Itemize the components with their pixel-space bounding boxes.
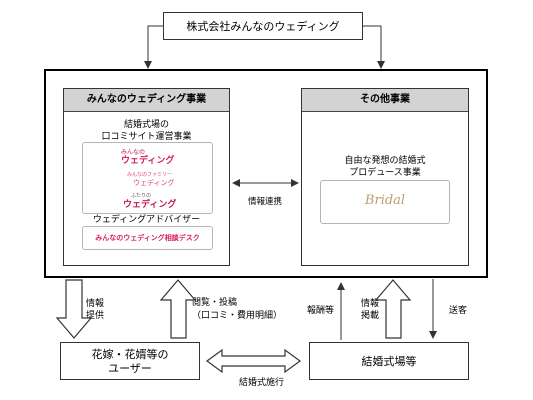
browse-post-label-2: （口コミ・費用明細） xyxy=(192,311,283,321)
logo-family-wedding: みんなのファミリー ウェディング xyxy=(127,172,175,187)
right-panel-title: その他事業 xyxy=(302,89,468,112)
logo-minna-wedding-line2: ウェディング xyxy=(121,156,175,166)
logo-bridal: Bridal xyxy=(364,193,406,208)
venues-box-label: 結婚式場等 xyxy=(361,355,417,368)
reward-label: 報酬等 xyxy=(307,306,335,316)
review-site-title-2: 口コミサイト運営事業 xyxy=(101,132,192,142)
logo-family-wedding-line2: ウェディング xyxy=(133,179,175,187)
company-name: 株式会社みんなのウェディング xyxy=(186,20,340,33)
company-box: 株式会社みんなのウェディング xyxy=(163,12,363,40)
produce-logo-box: Bridal xyxy=(320,180,450,224)
produce-title-2: プロデュース事業 xyxy=(349,168,421,178)
browse-post-label-1: 閲覧・投稿 xyxy=(192,298,238,308)
logo-futari-wedding-line2: ウェディング xyxy=(123,200,177,210)
wedding-double-arrow xyxy=(205,348,302,374)
info-provide-label-2: 提供 xyxy=(86,311,105,321)
info-provide-arrow xyxy=(55,279,93,339)
review-site-title-1: 結婚式場の xyxy=(123,120,169,130)
logo-consult-desk: みんなのウェディング相談デスク xyxy=(95,233,200,242)
left-panel-title: みんなのウェディング事業 xyxy=(64,89,229,112)
info-post-label-2: 掲載 xyxy=(361,311,380,321)
right-business-panel: その他事業 自由な発想の結婚式 プロデュース事業 Bridal xyxy=(301,88,469,266)
review-site-logos-box: みんなの ウェディング みんなのファミリー ウェディング ふたりの ウェディング xyxy=(82,142,213,214)
info-post-arrow xyxy=(374,279,412,339)
logo-minna-wedding-line1: みんなの xyxy=(121,149,146,156)
logo-family-wedding-line1: みんなのファミリー xyxy=(127,172,173,178)
info-post-label-1: 情報 xyxy=(361,299,380,309)
advisor-logo-box: みんなのウェディング相談デスク xyxy=(82,226,213,250)
logo-futari-wedding-line1: ふたりの xyxy=(131,193,152,199)
company-to-left-arrow xyxy=(144,25,163,69)
users-box-line2: ユーザー xyxy=(108,362,152,375)
logo-futari-wedding: ふたりの ウェディング xyxy=(123,193,176,210)
info-link-double-arrow xyxy=(232,179,299,187)
advisor-title: ウェディングアドバイザー xyxy=(92,215,201,225)
browse-post-arrow xyxy=(159,279,197,339)
send-customers-label: 送客 xyxy=(449,306,468,316)
logo-minna-wedding: みんなの ウェディング xyxy=(121,149,174,166)
main-frame xyxy=(44,69,488,278)
users-box-line1: 花嫁・花婿等の xyxy=(91,348,169,361)
venues-box: 結婚式場等 xyxy=(309,342,469,380)
company-to-right-arrow xyxy=(363,25,385,69)
info-provide-label-1: 情報 xyxy=(86,299,105,309)
wedding-label: 結婚式施行 xyxy=(239,378,285,388)
left-business-panel: みんなのウェディング事業 結婚式場の 口コミサイト運営事業 みんなの ウェディン… xyxy=(63,88,230,266)
users-box: 花嫁・花婿等の ユーザー xyxy=(60,342,200,380)
produce-title-1: 自由な発想の結婚式 xyxy=(344,156,426,166)
link-label: 情報連携 xyxy=(248,197,283,207)
